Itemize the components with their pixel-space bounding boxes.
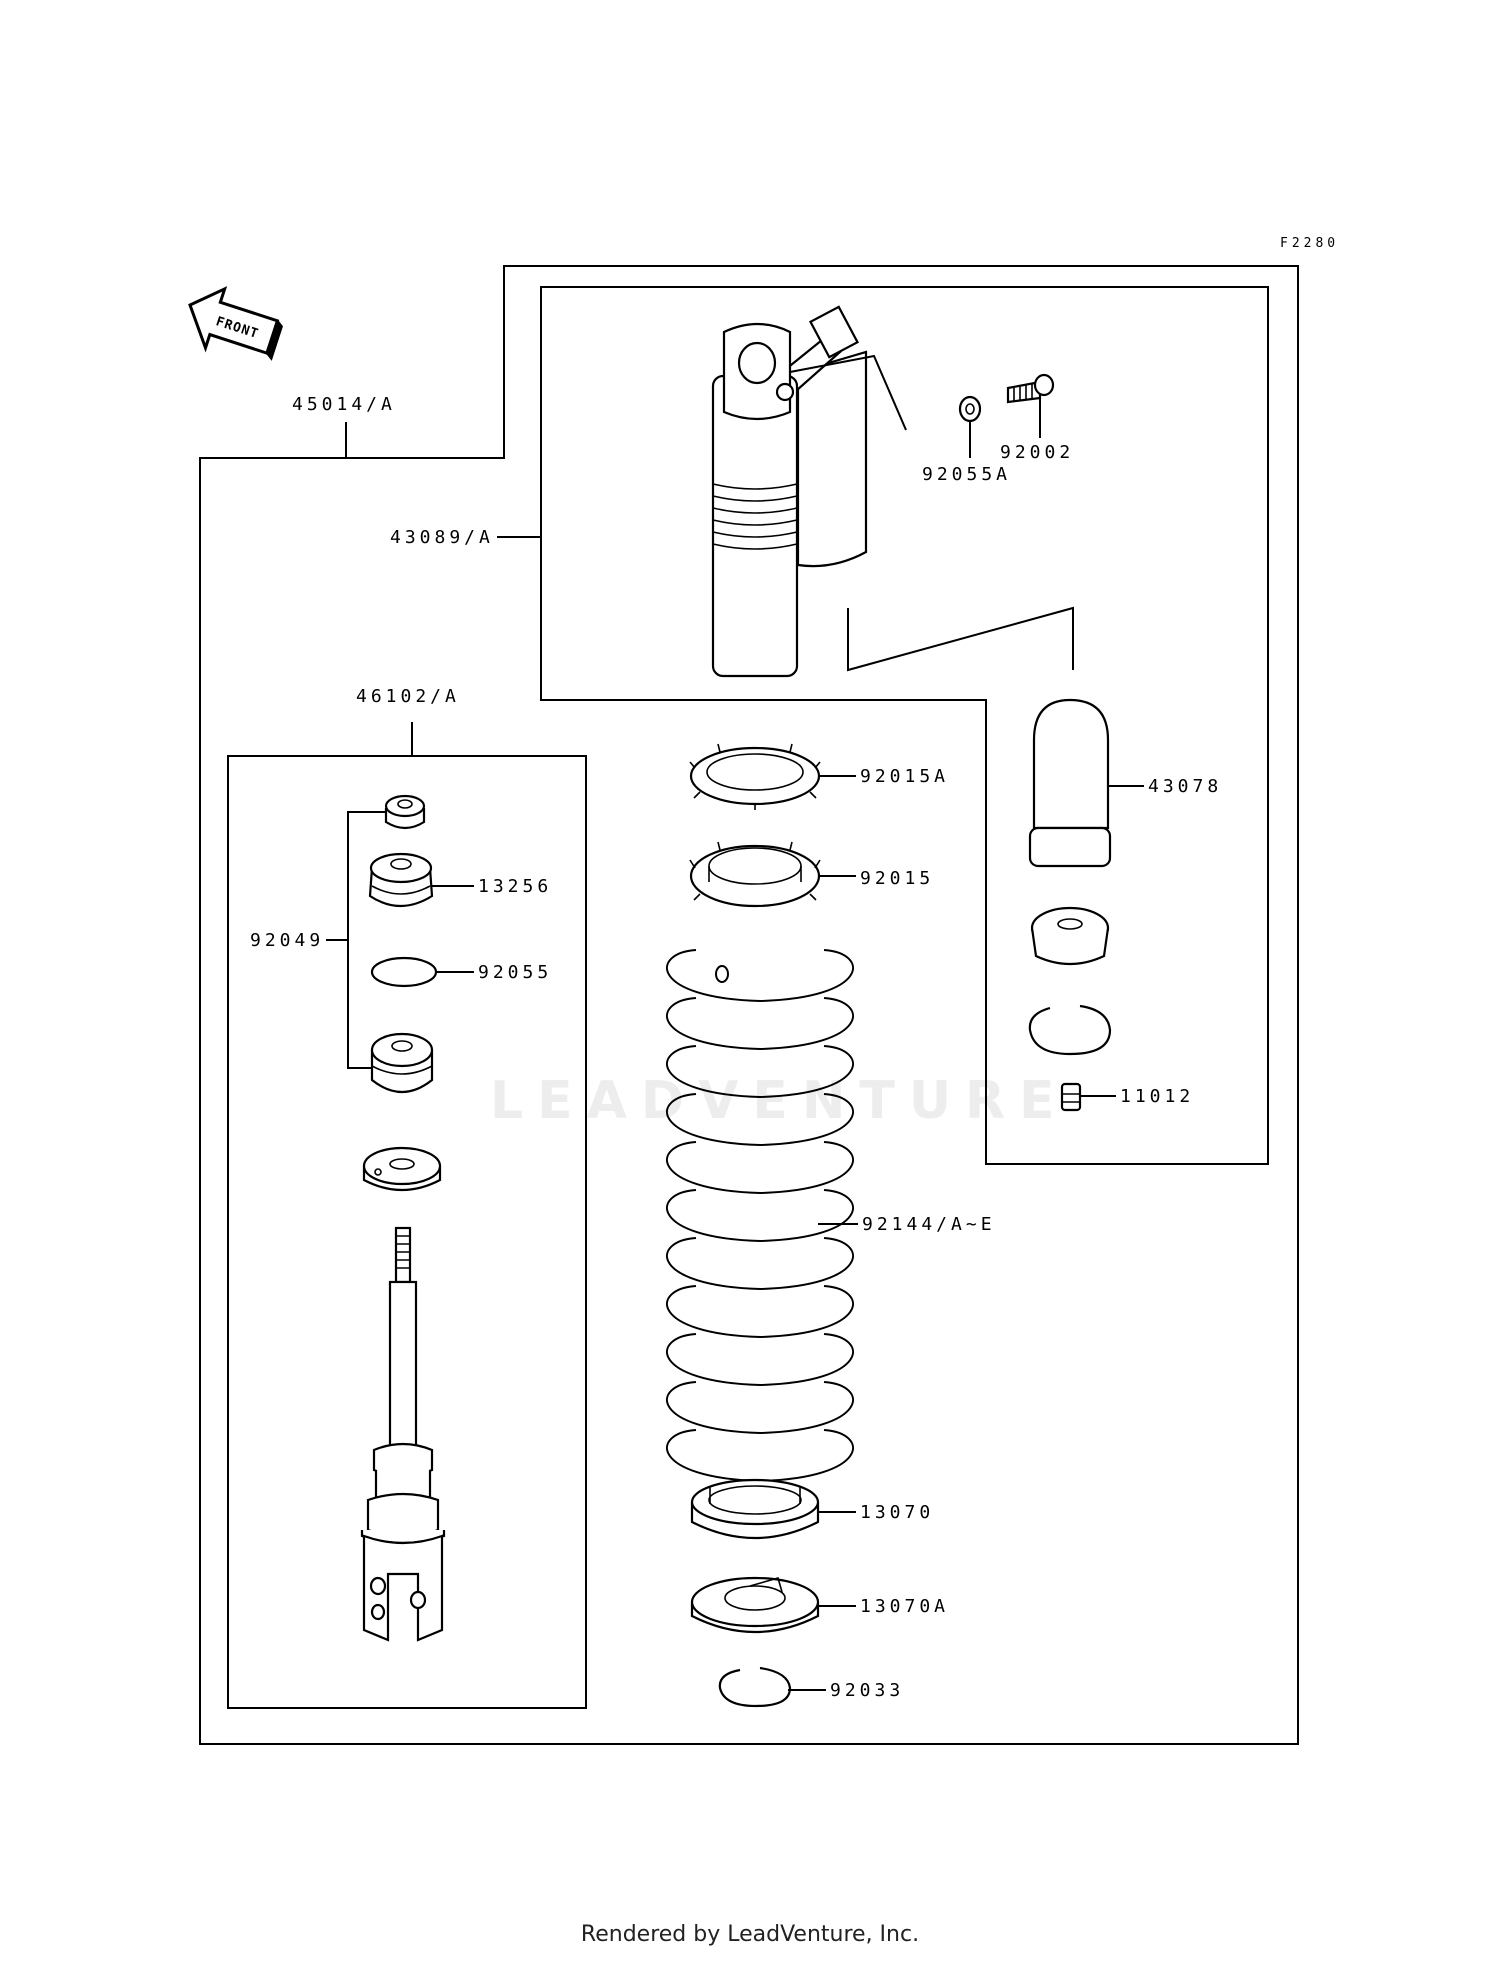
shock-absorber-body [711,305,868,678]
label-43089-a: 43089/A [390,527,494,548]
label-92144-a-e: 92144/A~E [862,1214,996,1235]
assembly-frame [199,265,1299,1745]
front-arrow-icon: FRONT [188,286,283,361]
snap-ring [1028,1004,1112,1056]
o-ring-92055 [370,956,438,988]
label-92055a: 92055A [922,464,1011,485]
bladder-43078 [1028,698,1112,868]
spring-92144 [665,949,855,1482]
bush-set-92049-bracket [326,811,390,1069]
circlip-92033 [718,1666,792,1708]
label-13070: 13070 [860,1502,934,1523]
reservoir-cap [1030,906,1110,966]
label-11012: 11012 [1120,1086,1194,1107]
nut-92015 [689,841,821,908]
bolt-92002 [1006,373,1055,404]
label-92049: 92049 [250,930,324,951]
valve-11012 [1060,1082,1082,1112]
rod-nut [384,794,426,830]
damper-frame [540,286,1269,1165]
label-92015a: 92015A [860,766,949,787]
label-13256: 13256 [478,876,552,897]
watermark: LEADVENTURE [490,1071,1069,1131]
piston [362,1146,442,1192]
label-13070a: 13070A [860,1596,949,1617]
piston-rod [360,1226,446,1642]
label-92055: 92055 [478,962,552,983]
label-92033: 92033 [830,1680,904,1701]
bushing-lower [370,1032,434,1093]
bushing-13256 [368,852,434,907]
footer-credit: Rendered by LeadVenture, Inc. [580,1922,920,1947]
lock-nut-92015a [689,743,821,810]
label-43078: 43078 [1148,776,1222,797]
spring-seat-13070a [690,1576,820,1634]
rod-assembly-frame [227,755,587,1709]
washer-92055a [958,395,982,423]
label-46102-a: 46102/A [356,686,460,707]
spring-seat-13070 [690,1478,820,1540]
label-92015: 92015 [860,868,934,889]
label-45014-a: 45014/A [292,394,396,415]
label-92002: 92002 [1000,442,1074,463]
figure-code: F2280 [1280,236,1339,251]
